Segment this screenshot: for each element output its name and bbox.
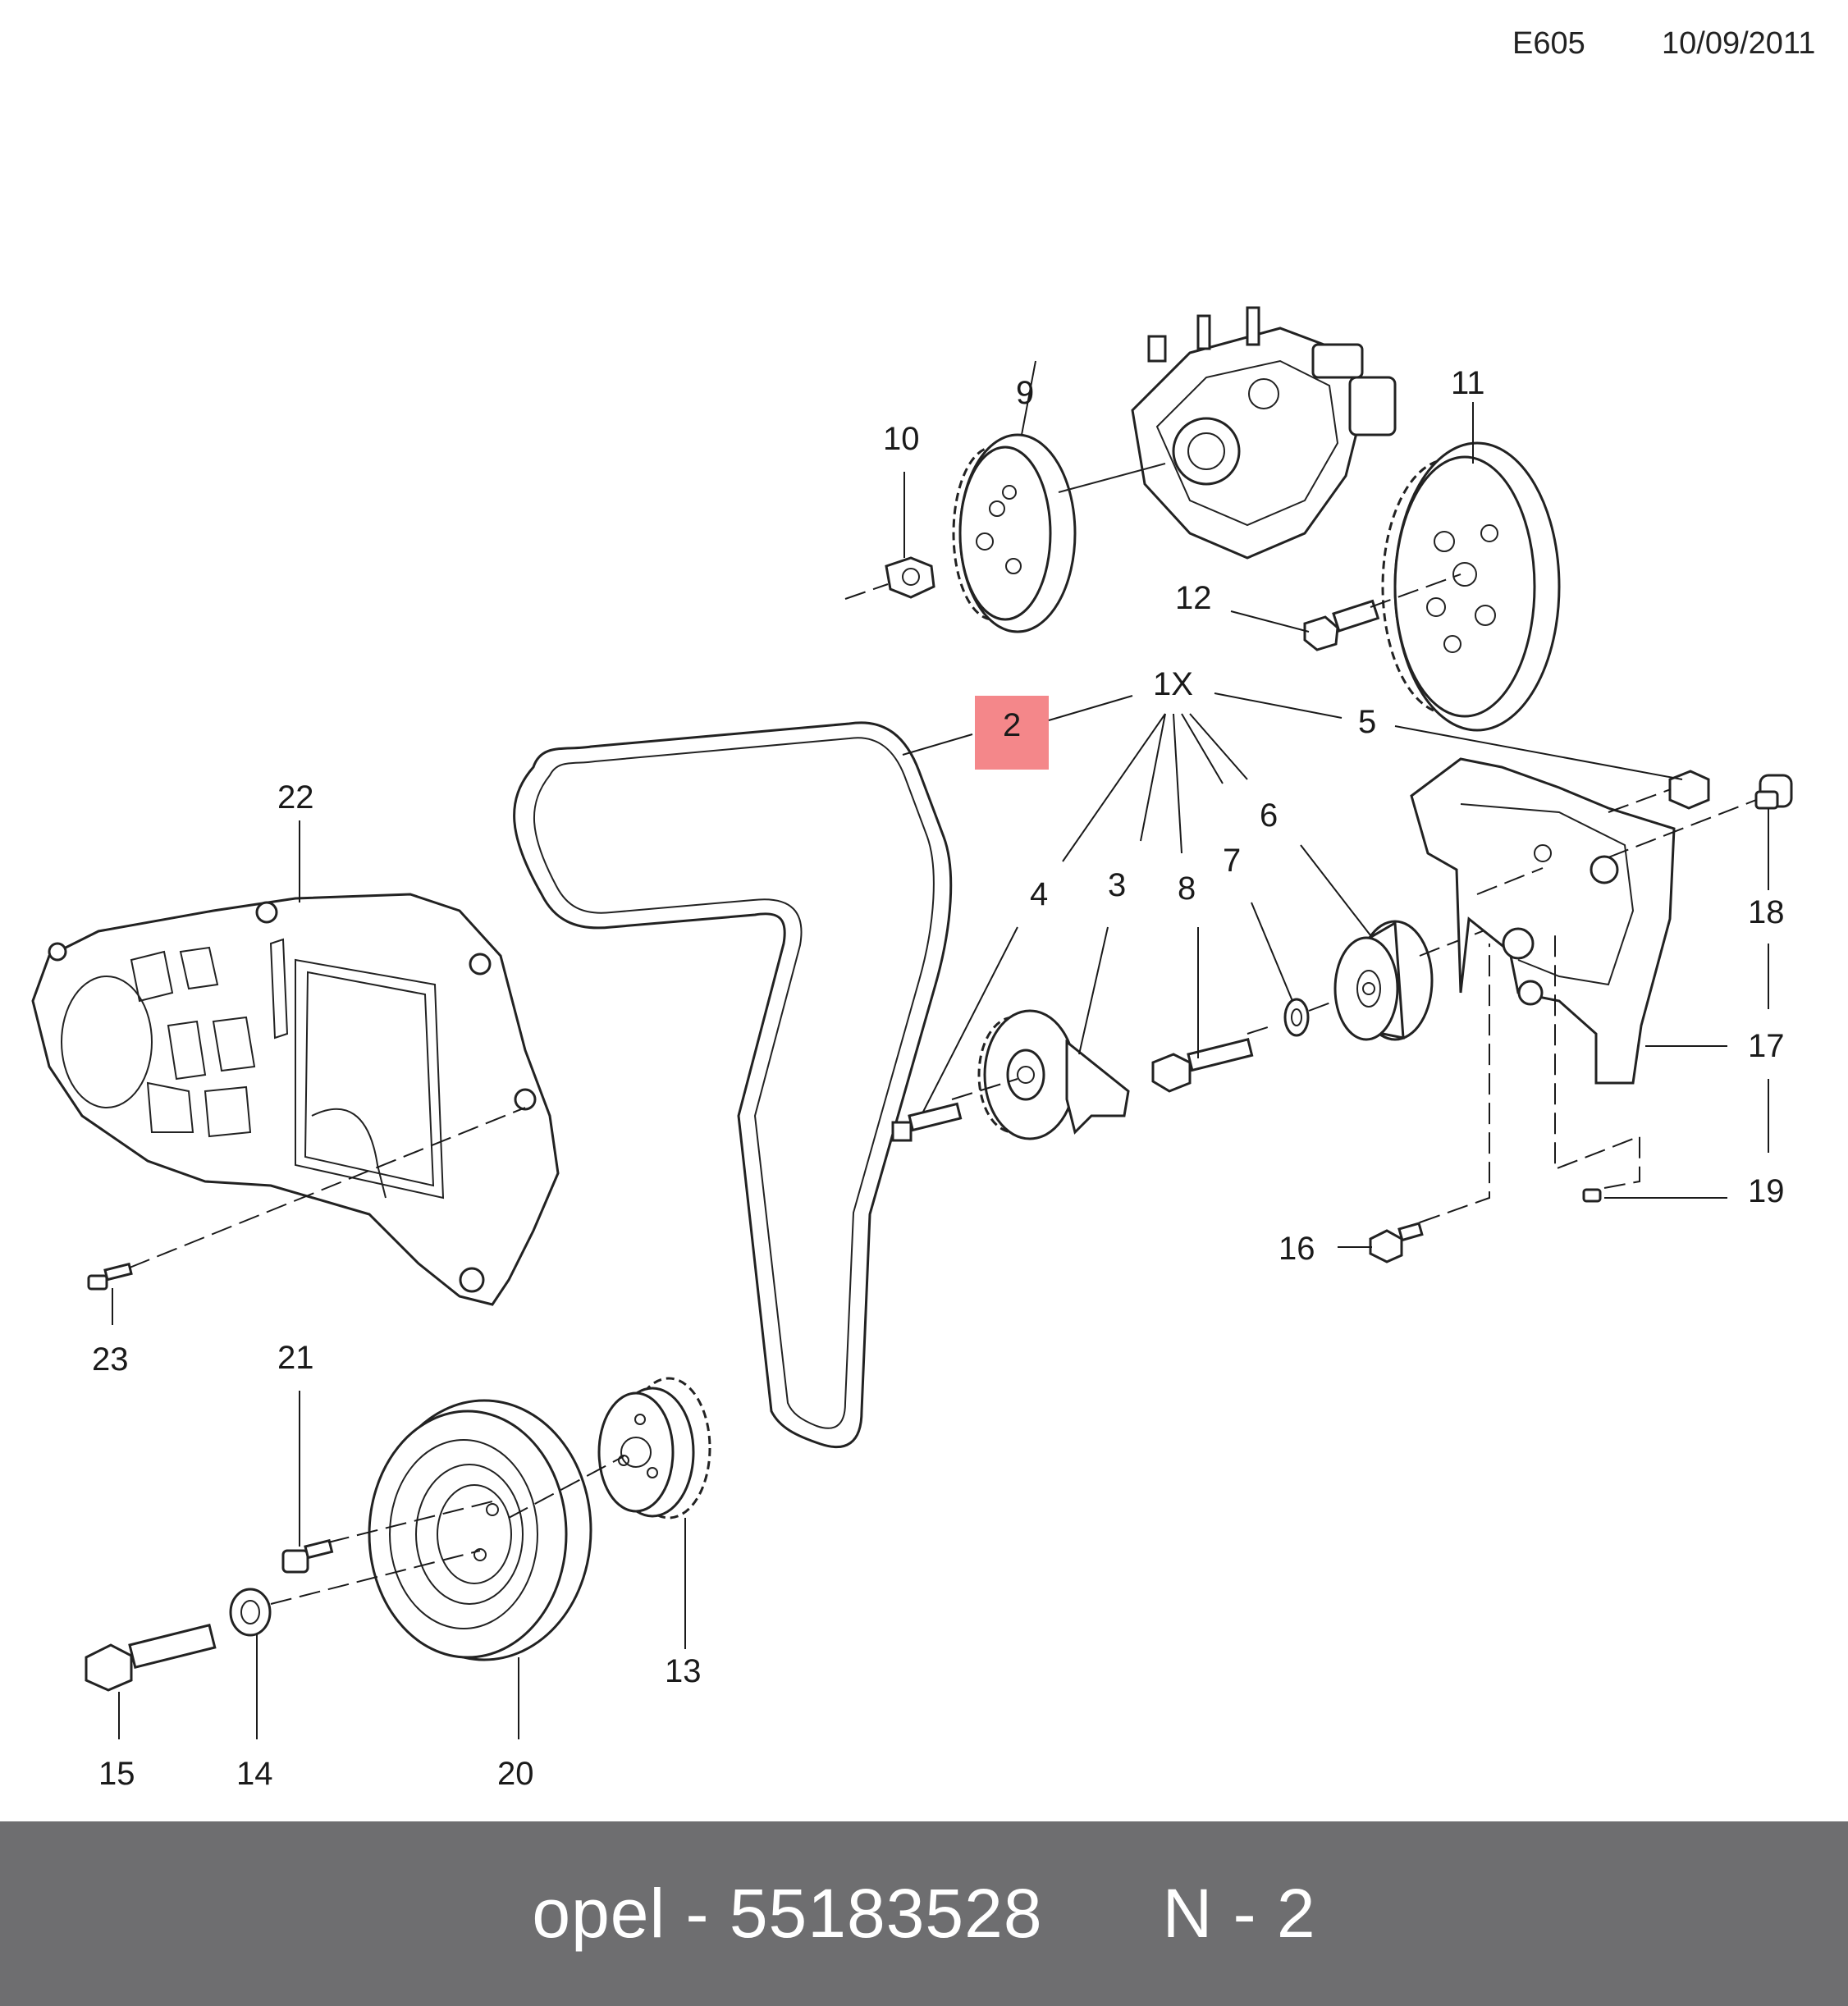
- timing-belt: [513, 721, 953, 1449]
- label-part-22: 22: [277, 779, 314, 816]
- crankshaft-pulley: [368, 1399, 624, 1661]
- crank-washer: [229, 1550, 481, 1637]
- bracket-bolt: [1369, 944, 1490, 1263]
- label-part-17: 17: [1748, 1028, 1785, 1064]
- cover-screw: [87, 1107, 526, 1291]
- label-part-21: 21: [277, 1340, 314, 1376]
- label-part-2[interactable]: 2: [1003, 707, 1021, 743]
- camshaft-bolt: [1303, 573, 1461, 651]
- label-part-9: 9: [1016, 375, 1034, 411]
- highlight-box-part-2[interactable]: [975, 696, 1049, 770]
- bracket-plug: [1608, 774, 1793, 858]
- leader-lines: [112, 360, 1769, 1739]
- label-part-19: 19: [1748, 1173, 1785, 1209]
- diagram-code: E605: [1512, 26, 1585, 61]
- label-part-5: 5: [1358, 704, 1376, 740]
- injection-pump: [1058, 306, 1397, 560]
- water-pump-bracket: [1410, 757, 1676, 1085]
- footer-bar: opel - 55183528 N - 2: [0, 1821, 1848, 2006]
- pump-gear-nut: [844, 556, 935, 600]
- label-part-10: 10: [883, 421, 920, 457]
- bracket-nut: [1608, 770, 1710, 813]
- label-part-12: 12: [1175, 580, 1212, 616]
- pulley-bolt-small: [281, 1501, 493, 1574]
- parts-diagram: 9 10 11 12 1X 2 5 6 7 8 3 4 18 17 19 16 …: [31, 306, 1793, 1792]
- label-part-20: 20: [497, 1756, 534, 1792]
- camshaft-sprocket: [1381, 441, 1561, 732]
- crankshaft-sprocket: [597, 1377, 711, 1519]
- label-part-3: 3: [1108, 867, 1126, 903]
- tensioner-pulley: [977, 1009, 1130, 1140]
- crank-bolt: [85, 1623, 217, 1692]
- footer-ref: N - 2: [1162, 1875, 1316, 1952]
- diagram-date: 10/09/2011: [1662, 26, 1816, 61]
- label-part-16: 16: [1279, 1231, 1315, 1267]
- label-part-14: 14: [236, 1756, 273, 1792]
- label-part-4: 4: [1030, 876, 1048, 912]
- small-screw: [1554, 935, 1640, 1203]
- label-part-15: 15: [98, 1756, 135, 1792]
- footer-part-number: 55183528: [729, 1875, 1043, 1952]
- timing-belt-inner: [533, 737, 935, 1429]
- idler-bolt: [1151, 1026, 1269, 1093]
- label-part-6: 6: [1260, 797, 1278, 834]
- footer-brand: opel: [532, 1875, 666, 1952]
- timing-cover: [31, 893, 560, 1306]
- idler-pulley: [1333, 910, 1535, 1041]
- label-part-8: 8: [1178, 870, 1196, 907]
- label-part-23: 23: [92, 1341, 129, 1378]
- label-part-1x: 1X: [1153, 666, 1193, 702]
- pump-sprocket: [952, 433, 1077, 633]
- label-part-11: 11: [1451, 365, 1485, 401]
- label-part-7: 7: [1223, 843, 1241, 879]
- label-part-13: 13: [665, 1653, 702, 1689]
- label-part-18: 18: [1748, 894, 1785, 930]
- tensioner-bolt: [891, 1078, 1018, 1142]
